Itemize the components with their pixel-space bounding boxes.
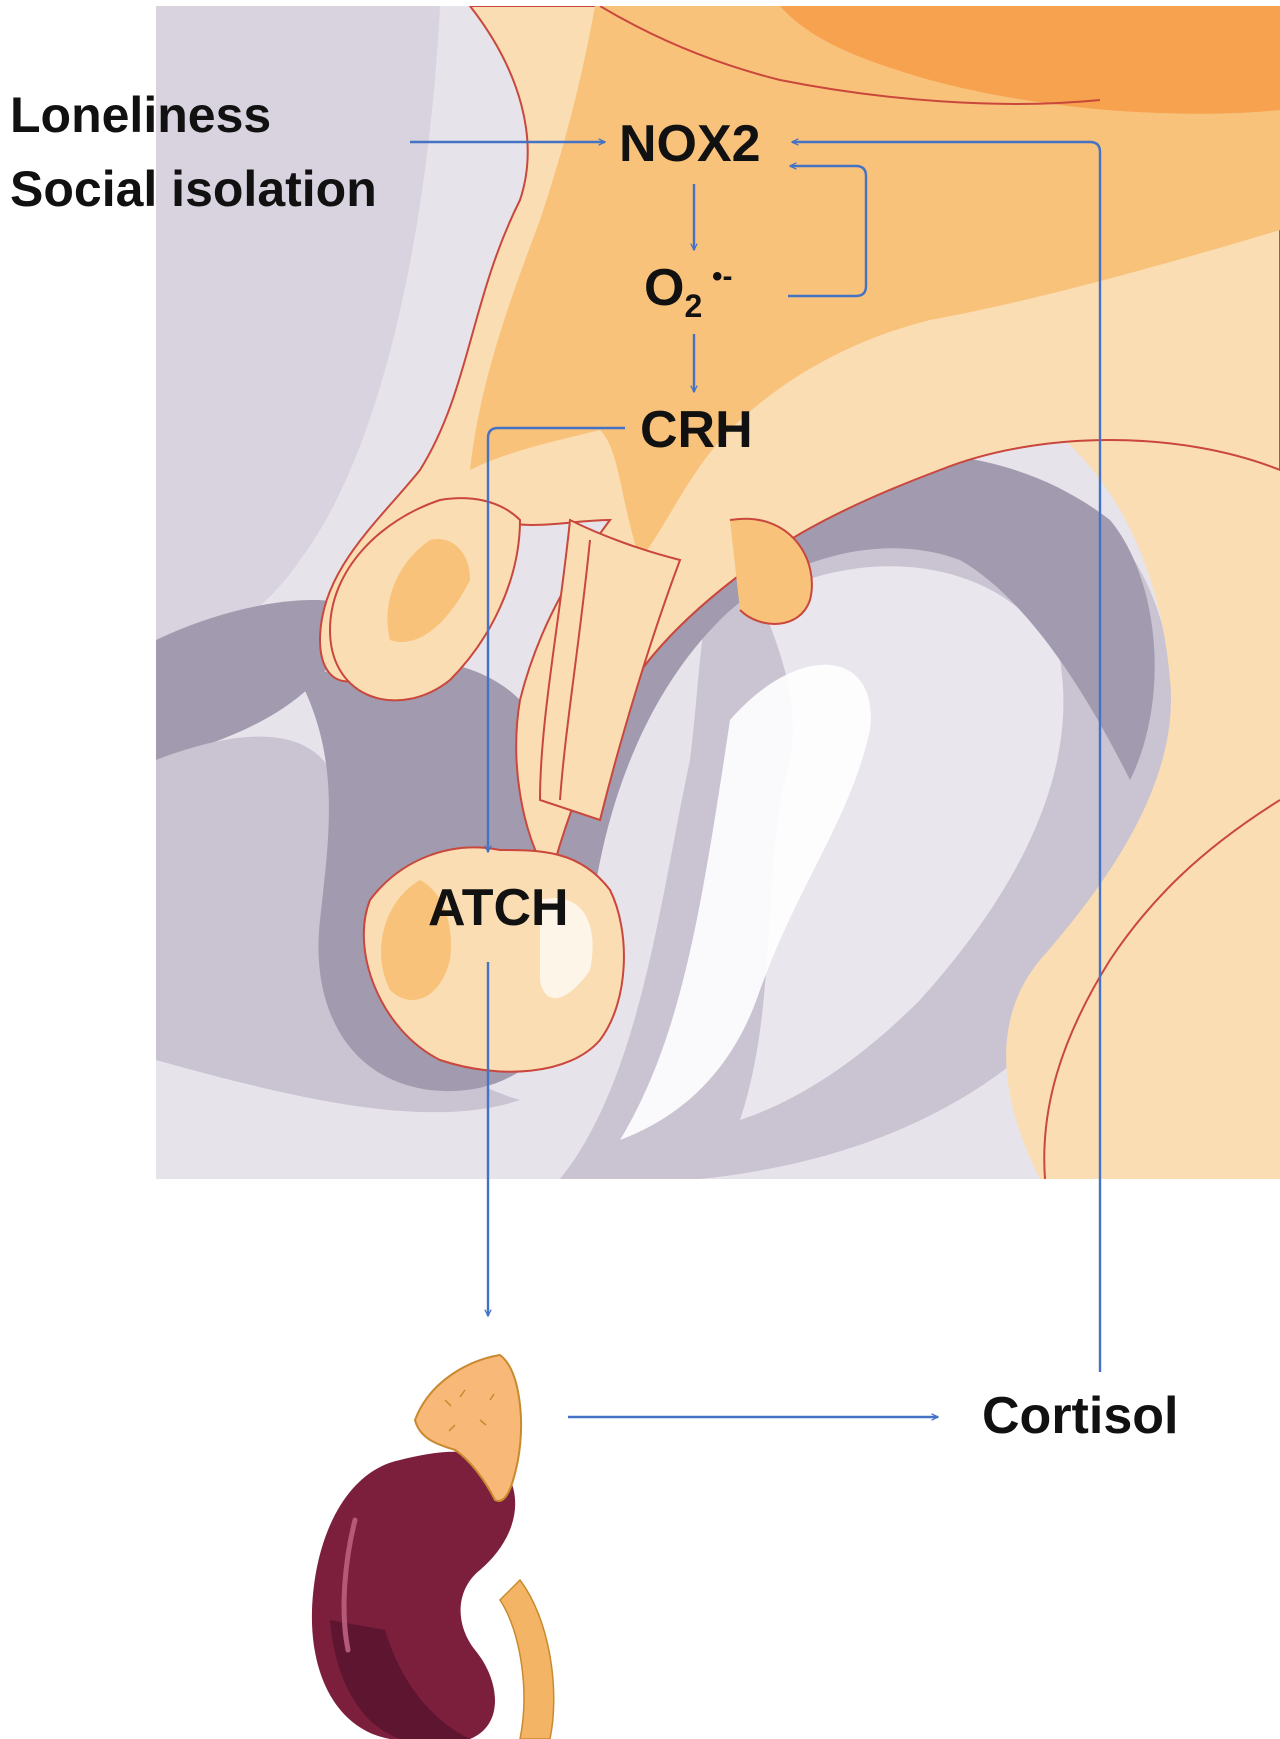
superoxide-subscript: 2	[684, 288, 702, 324]
label-cortisol: Cortisol	[982, 1390, 1178, 1442]
superoxide-base: O	[644, 259, 684, 317]
label-social-isolation: Social isolation	[10, 164, 377, 214]
superoxide-radical-mark: •-	[712, 262, 733, 292]
label-crh: CRH	[640, 404, 753, 456]
label-loneliness: Loneliness	[10, 90, 271, 140]
label-nox2: NOX2	[619, 118, 761, 170]
label-atch: ATCH	[428, 882, 569, 934]
label-superoxide: O2	[644, 262, 702, 322]
ureter	[500, 1580, 554, 1739]
kidney-illustration	[312, 1355, 554, 1739]
